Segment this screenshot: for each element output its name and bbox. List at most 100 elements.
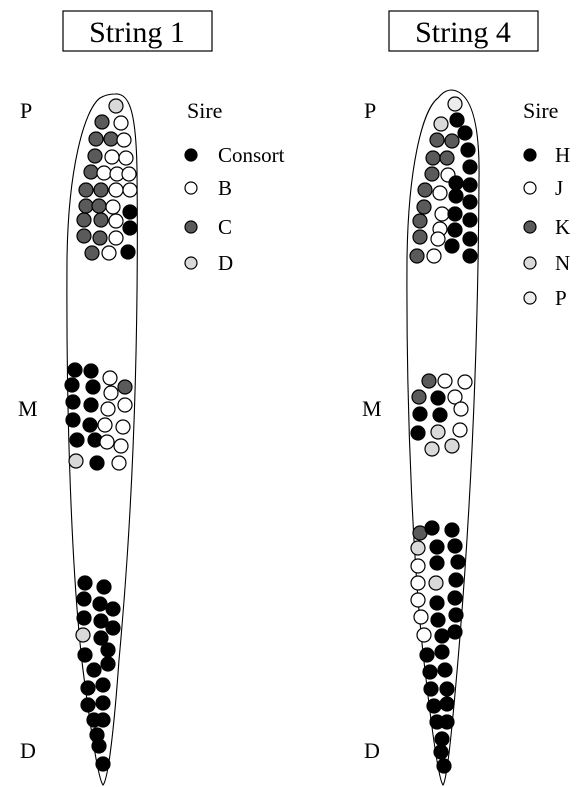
legend-label-c: C (218, 215, 232, 239)
egg-dot (425, 521, 439, 535)
egg-dot (449, 608, 463, 622)
egg-dot (440, 715, 454, 729)
egg-dot (451, 555, 465, 569)
egg-dot (435, 732, 449, 746)
egg-dot (104, 386, 118, 400)
egg-dot (109, 214, 123, 228)
egg-dot (450, 113, 464, 127)
egg-dot (411, 559, 425, 573)
egg-dot (422, 374, 436, 388)
legend-swatch-b (185, 182, 197, 194)
egg-dot (417, 628, 431, 642)
legend-label-b: B (218, 176, 232, 200)
egg-dot (93, 597, 107, 611)
egg-dot (438, 663, 452, 677)
egg-dot (448, 207, 462, 221)
egg-dot (448, 591, 462, 605)
egg-dot (90, 456, 104, 470)
egg-dot (426, 151, 440, 165)
egg-dot (105, 150, 119, 164)
egg-dot (411, 576, 425, 590)
egg-dot (109, 183, 123, 197)
egg-dot (117, 133, 131, 147)
egg-dot (84, 364, 98, 378)
egg-dot (425, 442, 439, 456)
egg-dot (114, 116, 128, 130)
legend-label-n: N (555, 251, 570, 275)
egg-dot (123, 221, 137, 235)
legend-swatch-p (524, 292, 536, 304)
egg-dot (96, 757, 110, 771)
egg-dot (424, 682, 438, 696)
egg-dot (101, 643, 115, 657)
egg-dot (448, 223, 462, 237)
egg-dot (463, 232, 477, 246)
egg-dot (76, 628, 90, 642)
egg-dot (413, 230, 427, 244)
legend-title: Sire (187, 98, 222, 123)
egg-dot (94, 183, 108, 197)
egg-dot (430, 556, 444, 570)
egg-dot (435, 207, 449, 221)
egg-dot (433, 408, 447, 422)
egg-dot (463, 178, 477, 192)
egg-dot (97, 166, 111, 180)
egg-dot (116, 420, 130, 434)
position-label-distal: D (364, 738, 380, 763)
egg-dot (435, 645, 449, 659)
egg-dot (431, 391, 445, 405)
egg-dot (449, 189, 463, 203)
egg-dot (101, 402, 115, 416)
egg-dot (79, 199, 93, 213)
egg-dot (81, 681, 95, 695)
egg-dot (66, 413, 80, 427)
egg-dot (100, 435, 114, 449)
egg-dot (435, 629, 449, 643)
egg-dot (445, 439, 459, 453)
position-label-distal: D (20, 738, 36, 763)
egg-dot (122, 167, 136, 181)
egg-dot (66, 395, 80, 409)
egg-dot (77, 592, 91, 606)
egg-dot (431, 232, 445, 246)
legend-label-p: P (555, 286, 567, 310)
egg-dot (411, 541, 425, 555)
position-label-proximal: P (20, 98, 32, 123)
egg-dot (423, 665, 437, 679)
egg-dot (448, 97, 462, 111)
egg-dot (438, 374, 452, 388)
egg-dot (109, 99, 123, 113)
egg-dot (118, 380, 132, 394)
egg-dot (458, 375, 472, 389)
egg-dot (102, 246, 116, 260)
egg-dot (440, 697, 454, 711)
egg-dot (123, 183, 137, 197)
legend-title: Sire (523, 98, 558, 123)
egg-dot (85, 246, 99, 260)
egg-dot (78, 576, 92, 590)
egg-dot (417, 200, 431, 214)
egg-dot (81, 698, 95, 712)
egg-dot (458, 126, 472, 140)
egg-dot (449, 573, 463, 587)
egg-dot (106, 621, 120, 635)
egg-dot (463, 160, 477, 174)
egg-dot (77, 229, 91, 243)
panel-title: String 1 (89, 16, 185, 49)
egg-dot (437, 759, 451, 773)
legend-label-j: J (555, 176, 563, 200)
egg-dot (410, 249, 424, 263)
legend-label-k: K (555, 215, 570, 239)
egg-dot (448, 625, 462, 639)
egg-dot (65, 378, 79, 392)
egg-dot (461, 143, 475, 157)
egg-dot (101, 657, 115, 671)
egg-dot (449, 176, 463, 190)
egg-dot (445, 134, 459, 148)
egg-dot (433, 186, 447, 200)
egg-dot (434, 745, 448, 759)
legend-swatch-k (524, 221, 536, 233)
egg-dot (95, 115, 109, 129)
egg-dot (445, 523, 459, 537)
egg-dot (88, 149, 102, 163)
